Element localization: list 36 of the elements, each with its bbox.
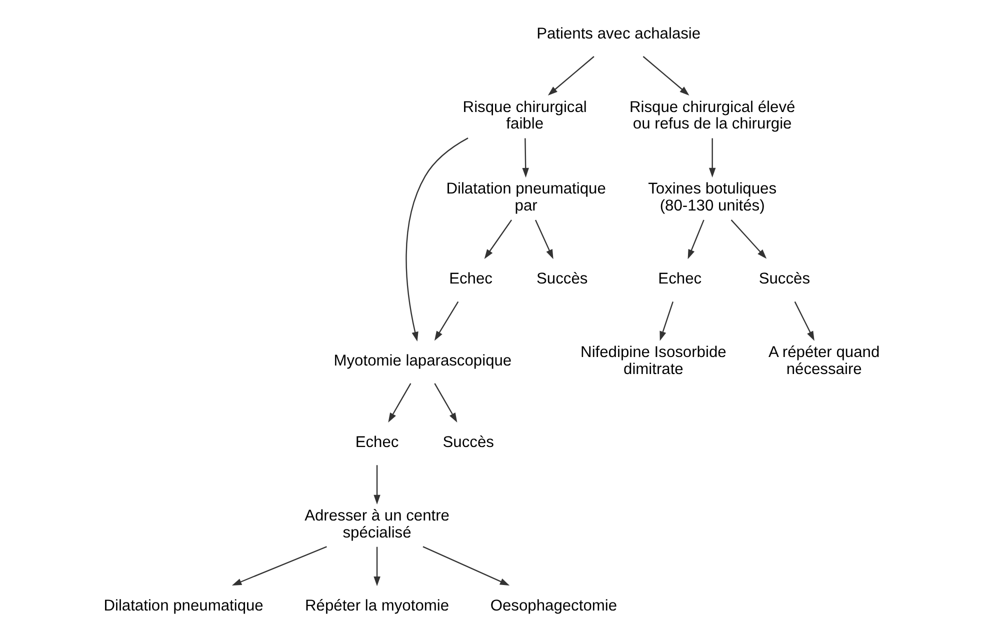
node-text: Succès xyxy=(442,434,494,452)
node-text: Patients avec achalasie xyxy=(536,26,701,43)
node-text: Succès xyxy=(536,270,588,288)
arrow xyxy=(708,138,716,178)
arrow xyxy=(642,56,690,96)
node-text: Echec xyxy=(658,270,702,288)
arrow xyxy=(374,546,380,586)
node-text: Risque chirurgical élevé ou refus de la chirurgie xyxy=(629,98,796,133)
node-text: Echec xyxy=(449,270,492,288)
node-text: Nifedipine Isosorbide dimitrate xyxy=(580,344,726,378)
arrow xyxy=(422,546,510,586)
node-text: Risque chirurgical faible xyxy=(462,98,587,133)
arrow xyxy=(434,301,459,341)
node-text: Myotomie laparascopique xyxy=(334,352,512,370)
arrow xyxy=(794,301,814,341)
arrow xyxy=(406,138,468,342)
node-text: Echec xyxy=(355,434,399,452)
node-text: A répéter quand nécessaire xyxy=(768,344,880,378)
arrow xyxy=(730,220,767,259)
arrow xyxy=(434,383,458,422)
arrow xyxy=(374,465,380,504)
arrow xyxy=(688,220,704,260)
arrow xyxy=(388,383,412,422)
node-text: Oesophagectomie xyxy=(490,598,618,615)
arrow xyxy=(484,220,512,259)
arrow xyxy=(534,220,554,260)
node-text: Dilatation pneumatique xyxy=(104,598,264,615)
arrow xyxy=(522,138,529,178)
node-text: Adresser à un centre spécialisé xyxy=(304,507,450,542)
node-text: Toxines botuliques (80-130 unités) xyxy=(648,180,777,214)
arrow xyxy=(660,302,674,341)
node-text: Dilatation pneumatique par xyxy=(446,180,606,214)
node-text: Répéter la myotomie xyxy=(305,598,450,615)
node-text: Succès xyxy=(758,270,810,288)
arrow xyxy=(232,546,327,586)
arrow xyxy=(548,56,594,96)
